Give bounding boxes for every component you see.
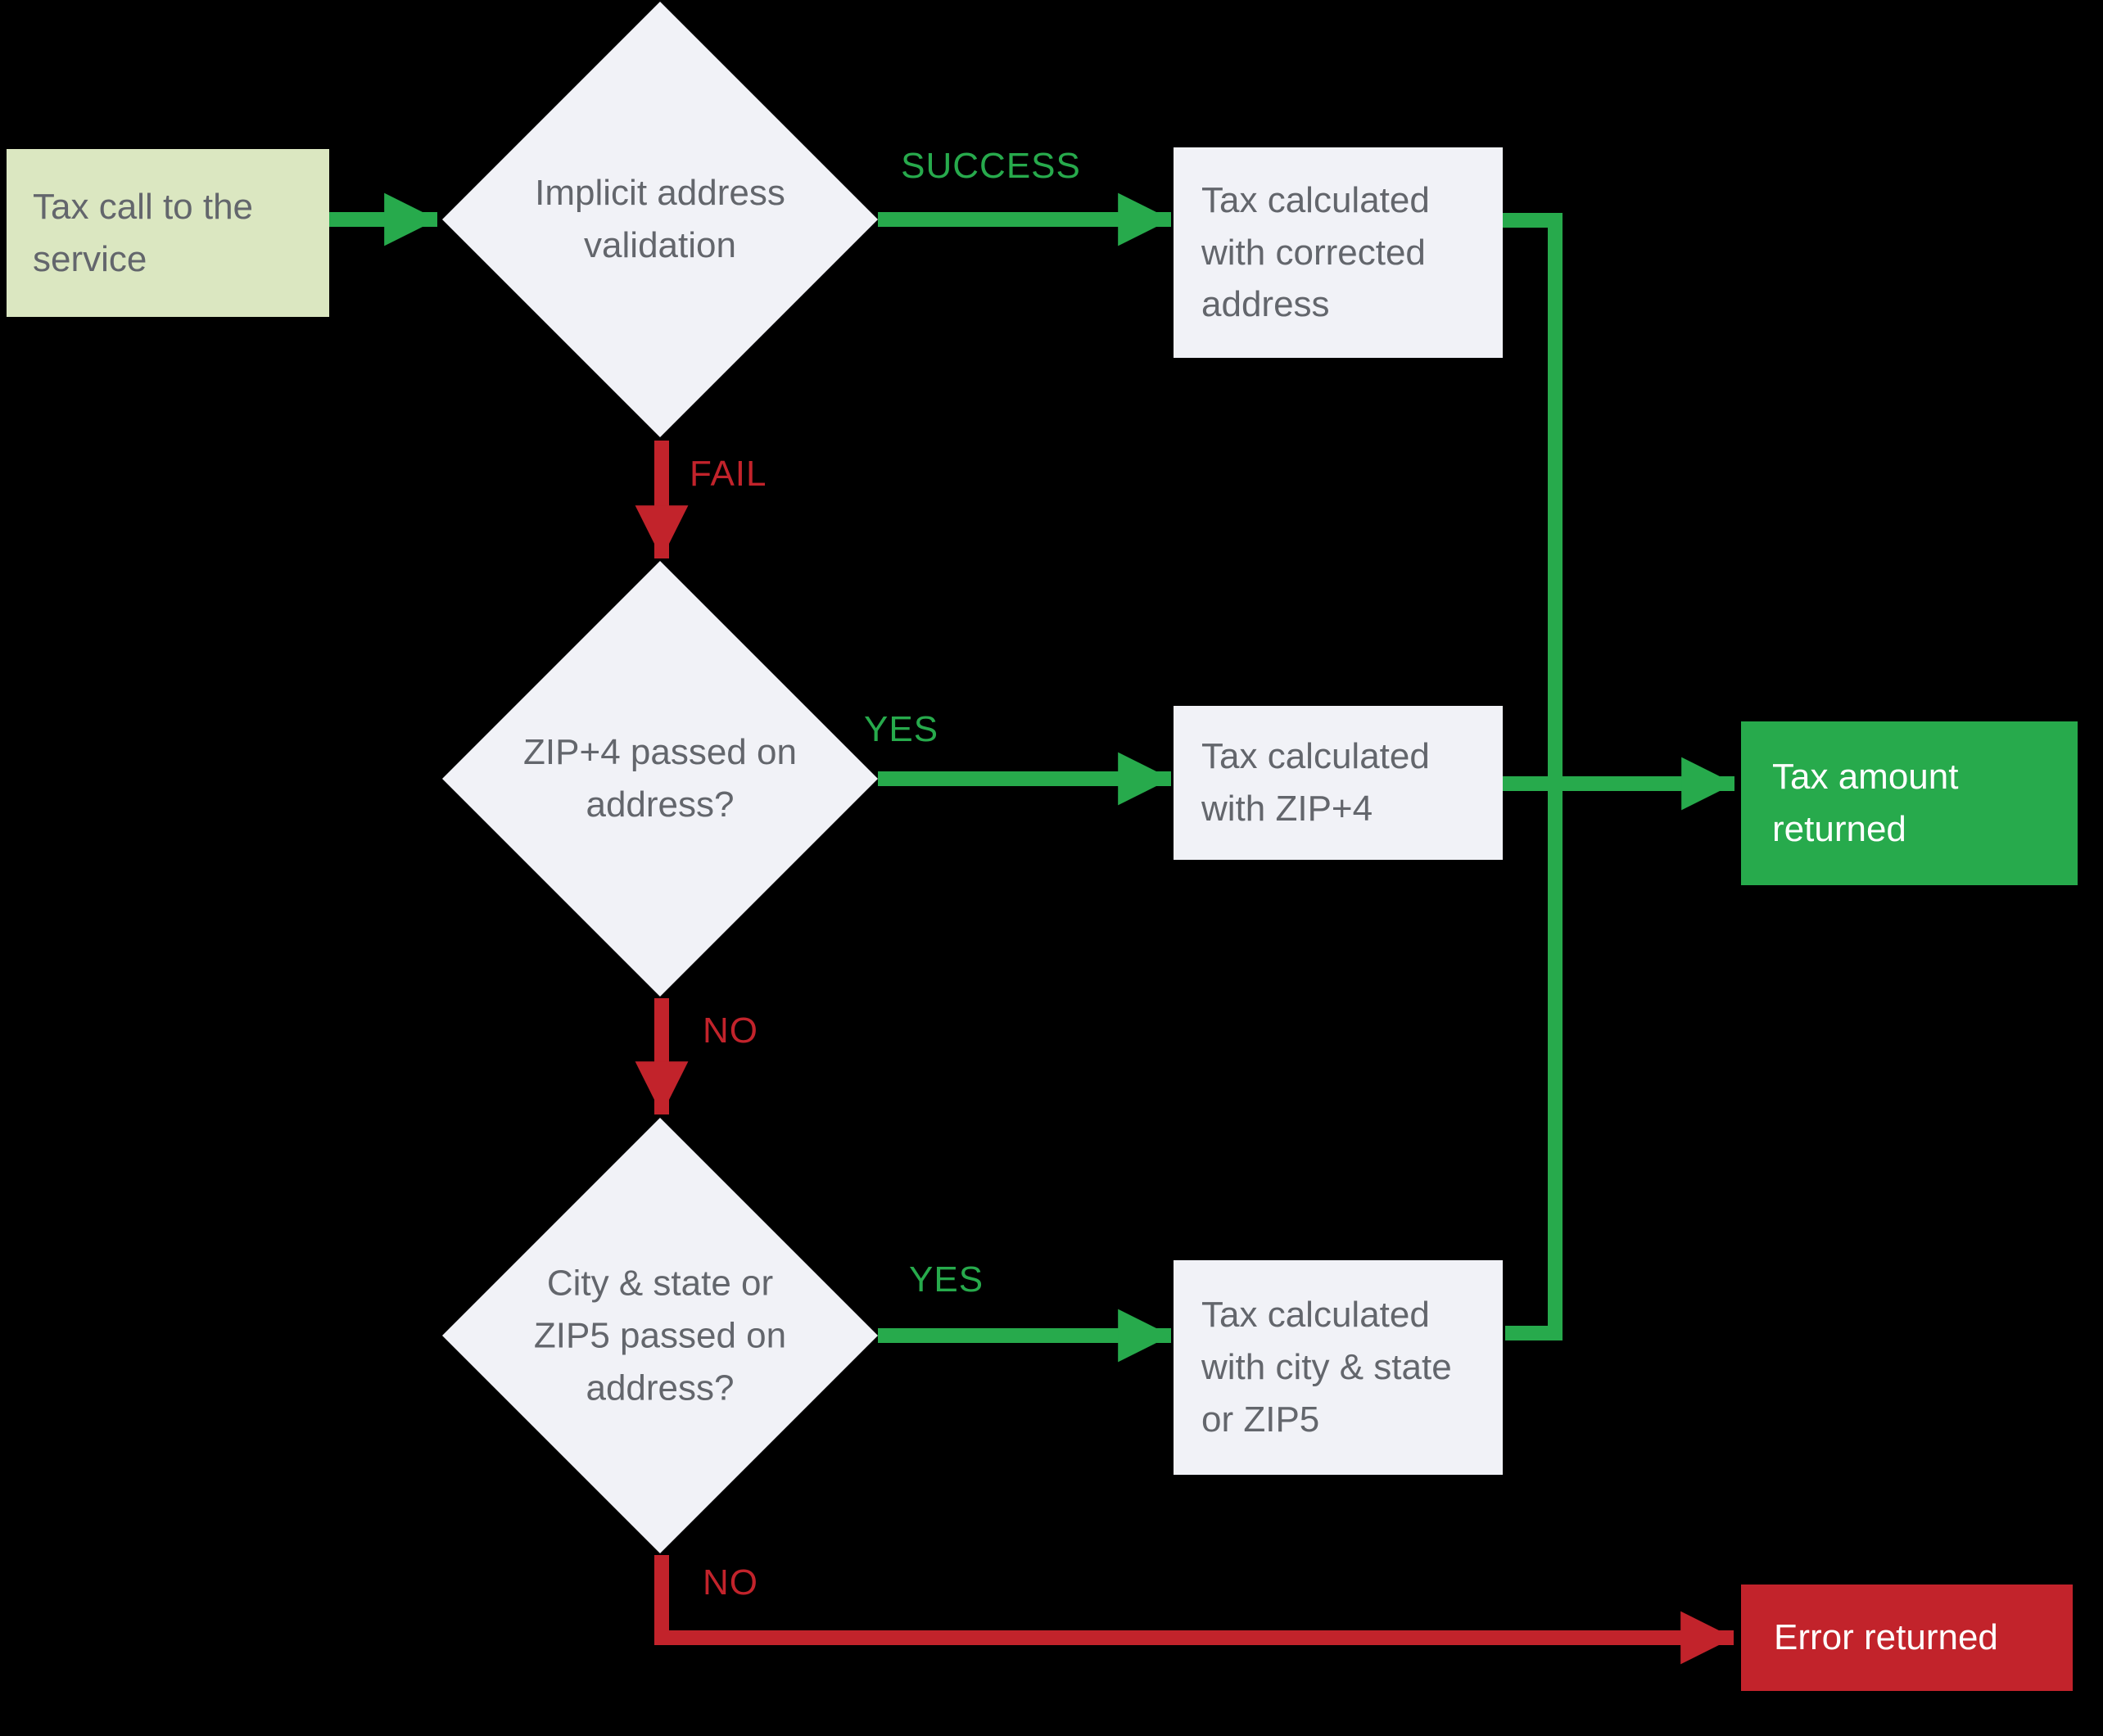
decision-label-city-state-zip5: City & state or ZIP5 passed on address? — [533, 1263, 787, 1408]
decision-label-zip4: ZIP+4 passed on address? — [523, 732, 797, 825]
decision-diamond-implicit-validation — [442, 2, 878, 437]
decision-diamond-city-state-zip5 — [442, 1118, 878, 1553]
edge-label-fail: FAIL — [690, 454, 767, 494]
edge-label-success: SUCCESS — [901, 146, 1081, 186]
result-node-zip4: Tax calculated with ZIP+4 — [1174, 706, 1503, 860]
end-node-error-returned: Error returned — [1741, 1585, 2073, 1691]
edge-label-yes-zip4: YES — [864, 709, 939, 749]
result-node-city-state-zip5: Tax calculated with city & state or ZIP5 — [1174, 1260, 1503, 1475]
edge-no-to-error-returned — [654, 1555, 1734, 1665]
edge-label-no-city-state: NO — [703, 1562, 758, 1603]
decision-label-implicit-validation: Implicit address validation — [535, 173, 785, 265]
decision-diamond-zip4 — [442, 561, 878, 997]
edge-label-no-zip4: NO — [703, 1010, 758, 1051]
start-node-tax-call: Tax call to the service — [7, 149, 329, 317]
end-node-tax-amount-returned: Tax amount returned — [1741, 721, 2078, 885]
edge-label-yes-city-state: YES — [909, 1259, 984, 1300]
result-node-corrected-address: Tax calculated with corrected address — [1174, 147, 1503, 358]
